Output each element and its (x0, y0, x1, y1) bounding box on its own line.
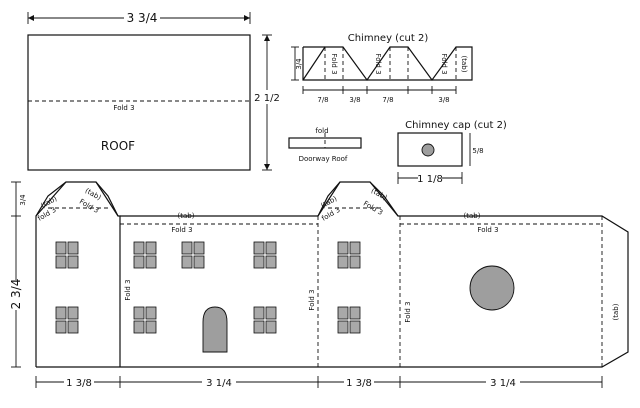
chimney-dim-2: 3/8 (349, 96, 360, 104)
chimney-fold-1: Fold 3 (330, 53, 338, 74)
eave-label: 3/4 (19, 194, 27, 206)
chimney-cap-hole (421, 143, 435, 157)
window-3 (133, 241, 157, 269)
chimney-height-label: 3/4 (295, 58, 303, 70)
fold-label-4: Fold 3 (124, 279, 132, 300)
window-5 (253, 241, 277, 269)
window-7 (253, 306, 277, 334)
window-2 (55, 306, 79, 334)
bottom-dim-1: 1 3/8 (66, 378, 92, 389)
window-1 (55, 241, 79, 269)
roof-width-label: 3 3/4 (127, 11, 158, 25)
roof-fold-label: Fold 3 (113, 104, 134, 112)
fold-label-3: Fold 3 (171, 226, 192, 234)
chimney-dim-3: 7/8 (382, 96, 393, 104)
chimney-fold-2: Fold 3 (374, 53, 382, 74)
wall-height-label: 2 3/4 (9, 279, 23, 310)
roof-piece (27, 12, 272, 171)
tab-label-5: (tab) (370, 187, 389, 203)
chimney-cap-title: Chimney cap (cut 2) (405, 120, 507, 131)
bottom-dim-4: 3 1/4 (490, 378, 516, 389)
doorway-roof-name-label: Doorway Roof (299, 155, 348, 163)
fold-label-7: Fold 3 (362, 200, 384, 217)
window-6 (133, 306, 157, 334)
window-8 (337, 241, 361, 269)
chimney-cap-height-label: 5/8 (472, 147, 483, 155)
fold-label-5: Fold 3 (308, 289, 316, 310)
tab-label-6: (tab) (464, 212, 481, 220)
window-4 (181, 241, 205, 269)
doorway-roof-piece (288, 133, 362, 149)
chimney-dim-4: 3/8 (438, 96, 449, 104)
doorway-roof-fold-label: fold (315, 127, 328, 135)
fold-label-1: fold 3 (36, 206, 57, 223)
roof-height-label: 2 1/2 (254, 93, 280, 104)
fold-label-9: Fold 3 (477, 226, 498, 234)
chimney-tab-label: (tab) (460, 56, 468, 73)
house-wall-piece (35, 181, 629, 368)
window-9 (337, 306, 361, 334)
chimney-cap-width-label: 1 1/8 (417, 174, 443, 185)
bottom-dim-2: 3 1/4 (206, 378, 232, 389)
door (202, 306, 228, 353)
round-window (469, 265, 515, 311)
bottom-dim-3: 1 3/8 (346, 378, 372, 389)
tab-label-3: (tab) (178, 212, 195, 220)
tab-label-7: (tab) (612, 303, 620, 320)
chimney-piece (291, 46, 473, 94)
chimney-title: Chimney (cut 2) (348, 33, 429, 44)
roof-name-label: ROOF (101, 139, 135, 153)
chimney-dim-1: 7/8 (317, 96, 328, 104)
fold-label-8: Fold 3 (404, 301, 412, 322)
chimney-fold-3: Fold 3 (440, 53, 448, 74)
